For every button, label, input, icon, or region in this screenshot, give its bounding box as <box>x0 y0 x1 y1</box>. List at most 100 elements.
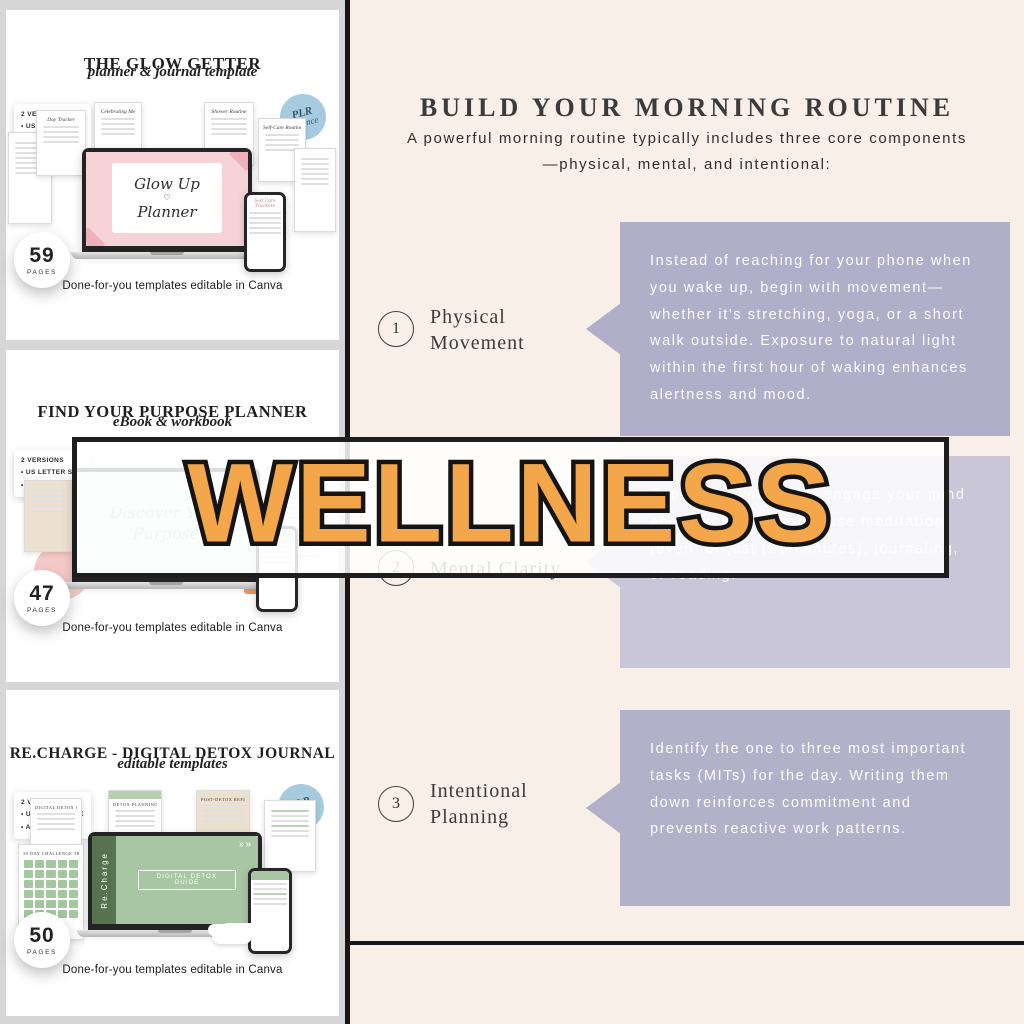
cover-sidebar: Re.Charge <box>92 836 116 924</box>
step-number-1: 1 <box>378 311 414 347</box>
line <box>115 815 155 817</box>
line <box>43 131 79 133</box>
line <box>31 500 65 502</box>
line <box>249 217 281 219</box>
wellness-banner: WELLNESS WELLNESS <box>72 437 949 578</box>
phone-mockup: Self Care Trackers <box>244 192 286 272</box>
line <box>37 823 75 825</box>
line <box>249 232 281 234</box>
line <box>37 828 75 830</box>
laptop-mockup: Glow Up ♡ Planner <box>71 148 263 259</box>
line <box>271 830 309 832</box>
cloud-doodle-icon <box>212 928 252 944</box>
line <box>253 893 287 895</box>
line <box>15 142 45 144</box>
screen-accent <box>86 227 105 246</box>
step-number-3: 3 <box>378 786 414 822</box>
page-thumbnail-title: POST-DETOX REFLECTION <box>201 797 245 802</box>
phone-screen-title: Self Care Trackers <box>254 199 276 209</box>
page-header-strip <box>109 791 161 799</box>
line <box>15 157 45 159</box>
line <box>253 883 287 885</box>
line <box>265 134 299 136</box>
line <box>31 495 65 497</box>
planner-cover: Glow Up ♡ Planner <box>111 163 223 233</box>
line <box>43 136 79 138</box>
pages-word: PAGES <box>27 949 57 956</box>
tracker-grid <box>23 859 79 919</box>
line <box>271 835 309 837</box>
mockup-scene: Day Tracker Celebrating Me Shower Routin… <box>6 98 339 272</box>
line <box>265 149 299 151</box>
step-label-1: Physical Movement <box>430 304 620 356</box>
line <box>43 141 79 143</box>
pages-count-badge: 59 PAGES <box>14 232 70 288</box>
line <box>253 888 287 890</box>
phone-mockup <box>248 868 292 954</box>
cover-title: DIGITAL DETOX GUIDE <box>138 870 236 890</box>
page-thumbnail-title: 30 DAY CHALLENGE TRACKER <box>23 851 79 856</box>
page-thumbnail-title: Day Tracker <box>47 117 75 123</box>
product-title: RE.CHARGE - DIGITAL DETOX JOURNAL <box>9 744 336 762</box>
intro-line: A powerful morning routine typically inc… <box>407 130 967 147</box>
line <box>115 825 155 827</box>
line <box>15 172 45 174</box>
line <box>31 510 65 512</box>
line <box>253 903 287 905</box>
laptop-mockup: Re.Charge »» DIGITAL DETOX GUIDE <box>77 832 273 937</box>
line <box>249 222 281 224</box>
line <box>203 805 243 807</box>
line <box>15 162 45 164</box>
arrows-icon: »» <box>238 839 252 850</box>
product-title: THE GLOW GETTER <box>83 54 262 74</box>
line <box>37 818 75 820</box>
line <box>301 158 329 160</box>
line <box>211 118 247 120</box>
line <box>271 820 309 822</box>
line <box>31 490 65 492</box>
heart-icon: ♡ <box>163 193 171 203</box>
step-callout-1: Instead of reaching for your phone when … <box>586 222 1010 436</box>
product-card-glow-getter: THE GLOW GETTER planner & journal templa… <box>6 10 339 340</box>
line <box>101 123 135 125</box>
line <box>115 820 155 822</box>
step-callout-3: Identify the one to three most important… <box>586 710 1010 906</box>
line <box>211 133 247 135</box>
planner-cover-title: Planner <box>137 203 197 222</box>
banner-text: WELLNESS <box>187 440 834 566</box>
page-thumbnail-title: DIGITAL DETOX GUIDE <box>35 805 77 810</box>
line <box>115 810 155 812</box>
panel-heading: BUILD YOUR MORNING ROUTINE <box>419 93 955 123</box>
panel-intro: A powerful morning routine typically inc… <box>360 126 1014 179</box>
phone-screen-header <box>251 871 289 880</box>
laptop-base <box>61 582 271 589</box>
line <box>15 152 45 154</box>
card-footer-text: Done-for-you templates editable in Canva <box>62 280 283 292</box>
line <box>101 118 135 120</box>
line <box>15 167 45 169</box>
cover-side-title: Re.Charge <box>99 851 109 909</box>
page-thumbnail-title: Shower Routine <box>211 109 247 115</box>
line <box>271 825 309 827</box>
product-subtitle: planner & journal template <box>87 64 258 80</box>
laptop-base <box>71 252 263 259</box>
mockup-scene: DIGITAL DETOX GUIDE DETOX PLANNING POST-… <box>6 790 339 970</box>
line <box>101 128 135 130</box>
step-label-line: Planning <box>430 806 510 828</box>
line <box>211 123 247 125</box>
step-label-3: Intentional Planning <box>430 778 620 830</box>
laptop-base <box>77 930 273 937</box>
card-footer-text: Done-for-you templates editable in Canva <box>62 622 283 634</box>
laptop-screen: Re.Charge »» DIGITAL DETOX GUIDE <box>88 832 262 930</box>
pages-number: 50 <box>29 924 55 947</box>
line <box>37 813 75 815</box>
step-label-line: Physical <box>430 306 506 328</box>
step-label-line: Movement <box>430 332 525 354</box>
pages-word: PAGES <box>27 269 57 276</box>
line <box>301 183 329 185</box>
screen-accent <box>229 152 248 171</box>
pages-number: 47 <box>29 582 55 605</box>
line <box>249 212 281 214</box>
line <box>15 147 45 149</box>
versions-line: 2 VERSIONS <box>21 457 65 464</box>
